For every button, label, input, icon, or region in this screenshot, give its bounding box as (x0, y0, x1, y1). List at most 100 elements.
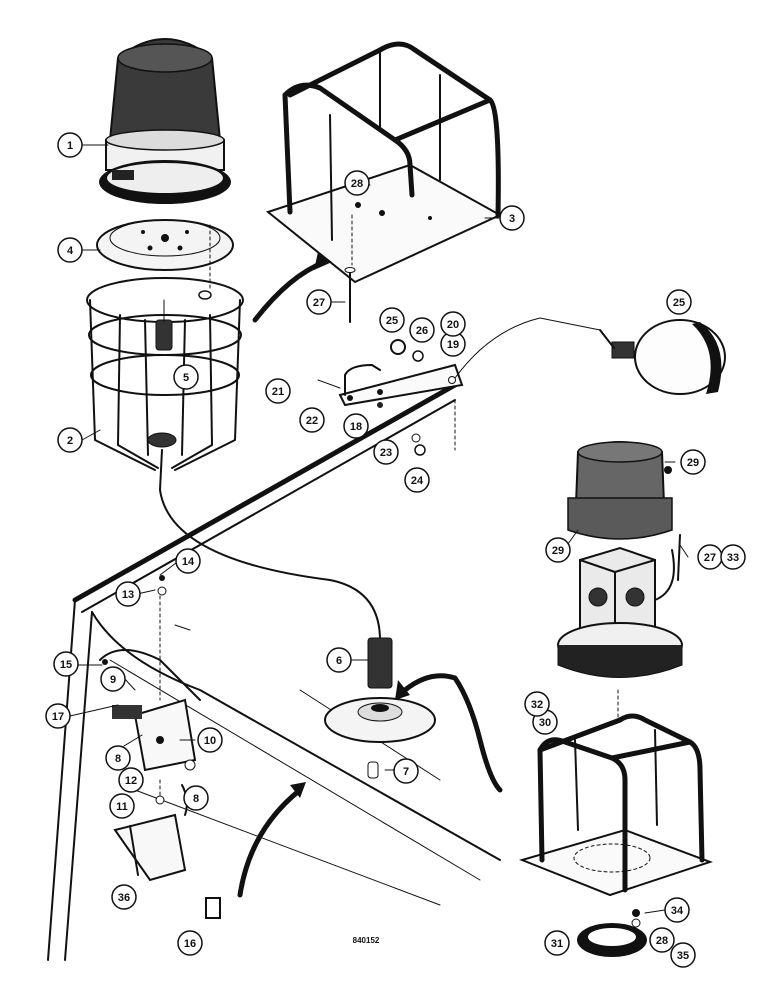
svg-text:5: 5 (183, 372, 189, 384)
svg-text:19: 19 (447, 339, 459, 351)
callout-15: 15 (53, 651, 79, 677)
callout-17: 17 (45, 703, 71, 729)
callout-13: 13 (115, 581, 141, 607)
svg-text:28: 28 (351, 178, 363, 190)
callout-12: 12 (118, 767, 144, 793)
svg-text:20: 20 (447, 319, 459, 331)
bolt-27 (344, 214, 356, 323)
arrow-head-1 (314, 252, 332, 270)
callout-1: 1 (57, 132, 83, 158)
square-guard (265, 41, 503, 284)
callout-11: 11 (109, 793, 135, 819)
clip-16 (205, 897, 221, 919)
socket-base (324, 637, 436, 743)
callout-36: 36 (111, 884, 137, 910)
callout-29b: 29 (545, 537, 571, 563)
figure-number: 840152 (353, 936, 380, 945)
svg-text:27: 27 (313, 297, 325, 309)
callout-25a: 25 (379, 307, 405, 333)
svg-text:27: 27 (704, 552, 716, 564)
svg-text:8: 8 (115, 753, 121, 765)
mounting-bracket (317, 317, 601, 456)
callout-4: 4 (57, 237, 83, 263)
callout-2: 2 (57, 427, 83, 453)
svg-text:1: 1 (67, 140, 73, 152)
callout-32: 32 (524, 691, 550, 717)
callout-28b: 28 (649, 927, 675, 953)
svg-text:10: 10 (204, 735, 216, 747)
arrow-head-2 (395, 680, 410, 700)
callout-5: 5 (173, 364, 199, 390)
svg-text:4: 4 (67, 245, 74, 257)
assembly-arrow-2 (402, 673, 503, 793)
callout-16: 16 (177, 930, 203, 956)
callout-21: 21 (265, 378, 291, 404)
svg-text:3: 3 (509, 213, 515, 225)
svg-text:29: 29 (552, 545, 564, 557)
switch-assembly (99, 575, 201, 805)
callout-layer: 1 2 3 4 5 6 7 8 8 9 10 11 12 13 14 15 16… (45, 132, 746, 968)
callout-33: 33 (720, 544, 746, 570)
seal-ring (577, 923, 647, 957)
svg-text:36: 36 (118, 892, 130, 904)
svg-text:7: 7 (403, 766, 409, 778)
svg-text:32: 32 (531, 699, 543, 711)
svg-text:25: 25 (673, 297, 685, 309)
svg-text:28: 28 (656, 935, 668, 947)
wire-guard (86, 277, 244, 471)
callout-8b: 8 (183, 785, 209, 811)
callout-9: 9 (100, 666, 126, 692)
svg-text:31: 31 (551, 938, 563, 950)
nut-34 (632, 909, 640, 917)
callout-24: 24 (404, 467, 430, 493)
svg-text:26: 26 (416, 325, 428, 337)
svg-text:15: 15 (60, 659, 72, 671)
callout-6: 6 (326, 647, 352, 673)
svg-text:13: 13 (122, 589, 134, 601)
svg-text:2: 2 (67, 435, 73, 447)
svg-text:34: 34 (671, 905, 684, 917)
svg-text:9: 9 (110, 674, 116, 686)
callout-10: 10 (197, 727, 223, 753)
svg-text:29: 29 (687, 457, 699, 469)
washer-28 (631, 918, 641, 928)
rotating-beacon (99, 38, 231, 204)
svg-text:33: 33 (727, 552, 739, 564)
grommet-7 (367, 761, 379, 779)
callout-22: 22 (299, 407, 325, 433)
callout-25b: 25 (666, 289, 692, 315)
work-light (599, 319, 726, 395)
svg-text:12: 12 (125, 775, 137, 787)
svg-text:24: 24 (411, 475, 424, 487)
connector-5 (155, 299, 381, 641)
callout-34: 34 (664, 897, 690, 923)
svg-text:6: 6 (336, 655, 342, 667)
callout-28a: 28 (344, 170, 370, 196)
svg-text:23: 23 (380, 447, 392, 459)
svg-text:35: 35 (677, 950, 689, 962)
mounting-plate (96, 219, 234, 291)
lower-square-guard (518, 713, 714, 897)
callout-20: 20 (440, 311, 466, 337)
svg-text:25: 25 (386, 315, 398, 327)
assembly-arrow-3 (237, 787, 303, 898)
svg-text:18: 18 (350, 421, 362, 433)
svg-text:14: 14 (182, 556, 195, 568)
amber-beacon (567, 441, 673, 540)
svg-text:21: 21 (272, 386, 284, 398)
callout-7: 7 (393, 758, 419, 784)
svg-text:17: 17 (52, 711, 64, 723)
callout-8a: 8 (105, 745, 131, 771)
callout-14: 14 (175, 548, 201, 574)
callout-27a: 27 (306, 289, 332, 315)
arrow-head-3 (290, 782, 306, 798)
callout-31: 31 (544, 930, 570, 956)
svg-text:30: 30 (539, 717, 551, 729)
svg-text:8: 8 (193, 793, 199, 805)
bracket-36 (113, 813, 187, 882)
svg-text:22: 22 (306, 415, 318, 427)
callout-26: 26 (409, 317, 435, 343)
beacon-base (557, 534, 683, 721)
svg-text:11: 11 (116, 801, 128, 813)
